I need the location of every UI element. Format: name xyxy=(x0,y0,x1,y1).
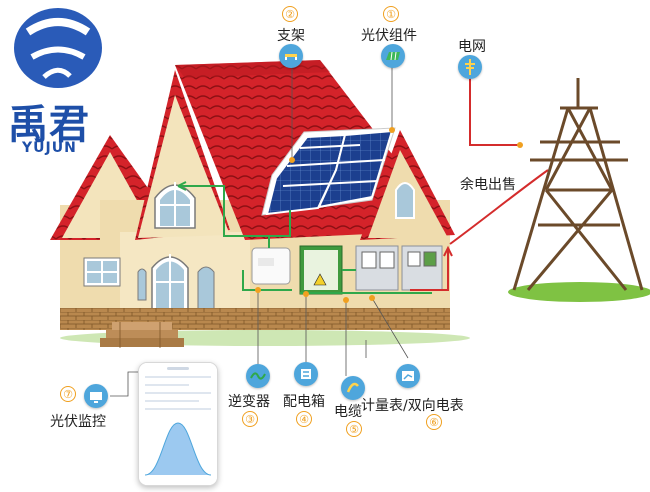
label-monitoring: 光伏监控 xyxy=(50,414,106,430)
meter-icon xyxy=(396,364,420,388)
cable-icon xyxy=(341,376,365,400)
export-line xyxy=(410,68,549,291)
transmission-tower xyxy=(512,78,644,291)
leader-lines xyxy=(257,62,409,376)
monitor-icon xyxy=(84,384,108,408)
number-badge-4: ④ xyxy=(296,411,312,427)
label-meter: 计量表/双向电表 xyxy=(361,398,464,414)
number-badge-2: ② xyxy=(282,6,298,22)
label-cable: 电缆 xyxy=(334,404,362,420)
inverter-wave-icon xyxy=(246,364,270,388)
label-bracket: 支架 xyxy=(277,28,305,44)
number-badge-3: ③ xyxy=(242,411,258,427)
leader-dots xyxy=(255,127,523,303)
solar-panel-icon xyxy=(381,44,405,68)
label-distribution-box: 配电箱 xyxy=(283,394,325,410)
grid-tower-icon xyxy=(458,55,482,79)
brand-name-en: YUJUN xyxy=(22,140,77,156)
power-flow-lines xyxy=(177,181,432,294)
number-badge-5: ⑤ xyxy=(346,421,362,437)
number-badge-6: ⑥ xyxy=(426,414,442,430)
brand-name: 禹君 xyxy=(8,101,90,148)
number-badge-1: ① xyxy=(383,6,399,22)
label-inverter: 逆变器 xyxy=(228,394,270,410)
wall-equipment xyxy=(251,245,443,295)
solar-panels xyxy=(261,127,396,216)
number-badge-7: ⑦ xyxy=(60,386,76,402)
phone-screen xyxy=(139,363,217,485)
distribution-box-icon xyxy=(294,362,318,386)
monitoring-phone xyxy=(138,362,218,486)
brick-base xyxy=(60,308,450,348)
windows xyxy=(83,182,415,313)
label-grid: 电网 xyxy=(458,39,486,55)
brand-logo-icon xyxy=(14,8,102,88)
label-surplus-sale: 余电出售 xyxy=(460,177,516,193)
label-solar-module: 光伏组件 xyxy=(361,28,417,44)
bracket-icon xyxy=(279,44,303,68)
